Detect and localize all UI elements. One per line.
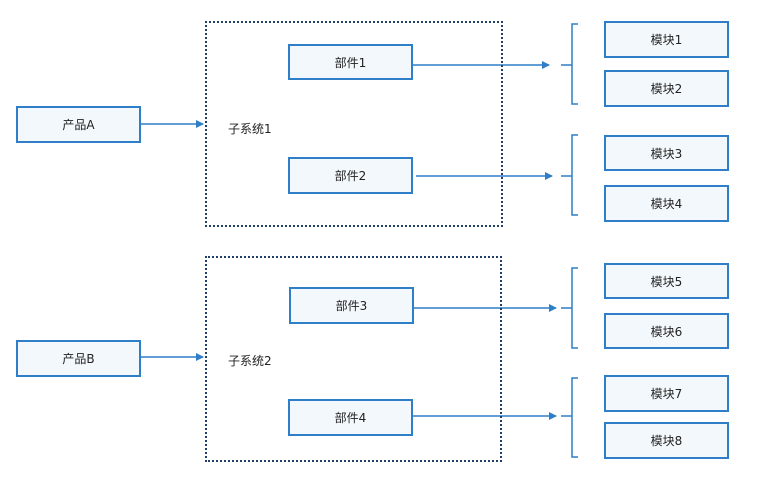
part-4-box: 部件4 xyxy=(288,399,413,436)
module-8-box: 模块8 xyxy=(604,422,729,459)
bracket-modules-3-4 xyxy=(561,134,578,216)
module-5-box: 模块5 xyxy=(604,263,729,299)
part-2-box: 部件2 xyxy=(288,157,413,194)
bracket-modules-5-6 xyxy=(561,267,578,349)
bracket-modules-1-2 xyxy=(561,23,578,105)
subsystem-1-label: 子系统1 xyxy=(228,122,272,136)
module-4-box: 模块4 xyxy=(604,185,729,222)
module-2-box: 模块2 xyxy=(604,70,729,107)
part-3-box: 部件3 xyxy=(289,287,414,324)
subsystem-1-frame xyxy=(205,21,503,227)
part-1-box: 部件1 xyxy=(288,44,413,80)
product-b-box: 产品B xyxy=(16,340,141,377)
bracket-modules-7-8 xyxy=(561,377,578,458)
subsystem-2-frame xyxy=(205,256,502,462)
module-7-box: 模块7 xyxy=(604,375,729,412)
module-6-box: 模块6 xyxy=(604,313,729,349)
subsystem-2-label: 子系统2 xyxy=(228,354,272,368)
product-a-box: 产品A xyxy=(16,106,141,143)
module-3-box: 模块3 xyxy=(604,135,729,171)
module-1-box: 模块1 xyxy=(604,21,729,58)
